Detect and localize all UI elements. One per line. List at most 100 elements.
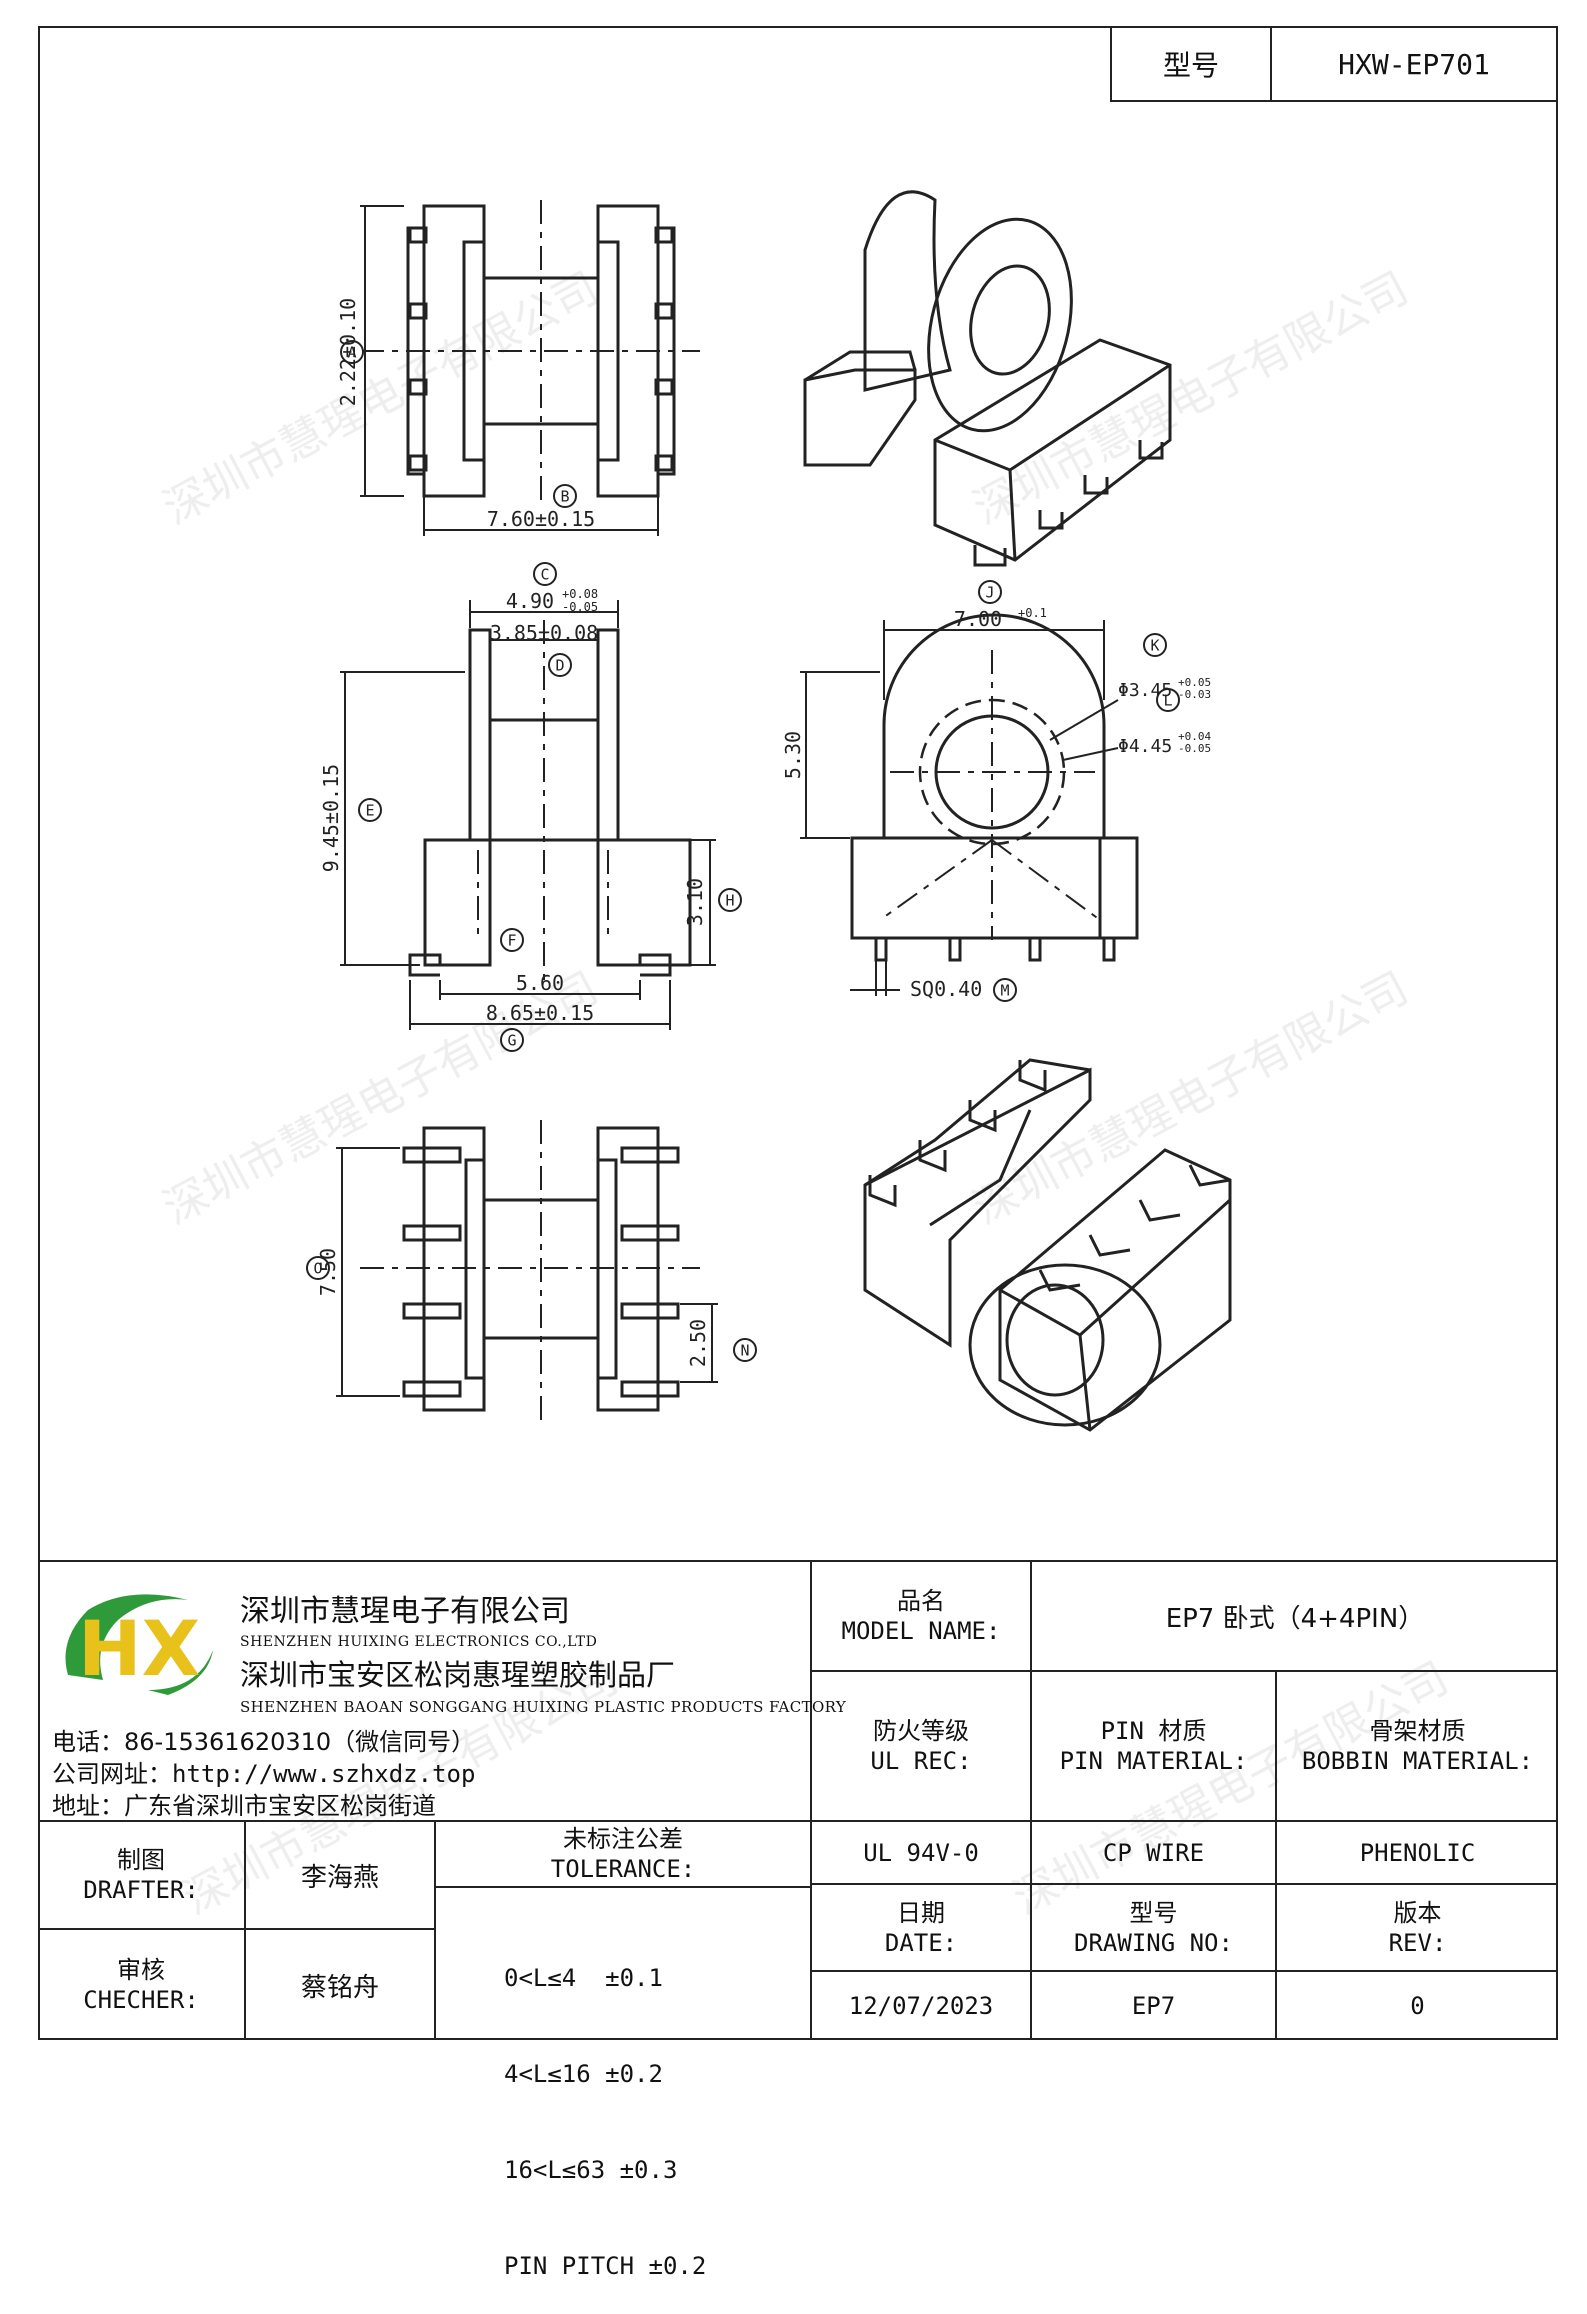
balloon-tag-m: M [1000, 982, 1009, 1000]
drawing-no-label-en: DRAWING NO: [1074, 1928, 1233, 1957]
factory-name-cn: 深圳市宝安区松岗惠瑆塑胶制品厂 [240, 1658, 676, 1692]
tolerance-table: 0<L≤4 ±0.1 4<L≤16 ±0.2 16<L≤63 ±0.3 PIN … [504, 1898, 804, 2314]
tolerance-line: 4<L≤16 ±0.2 [504, 2060, 663, 2088]
dim-b: 7.60±0.15 [487, 507, 595, 531]
drafter-label: 制图 DRAFTER: [38, 1822, 244, 1928]
checker-label-cn: 审核 [117, 1956, 165, 1984]
logo-letters: HX [78, 1604, 200, 1693]
ul-rec-value: UL 94V-0 [863, 1838, 979, 1867]
checker-name: 蔡铭舟 [300, 1972, 379, 2003]
rev-value: 0 [1410, 1992, 1425, 2020]
date-label-en: DATE: [884, 1928, 958, 1957]
dim-a: 2.22±0.10 [336, 298, 360, 406]
ul-rec-label-cn: 防火等级 [873, 1717, 969, 1745]
balloon-tag-b: B [560, 488, 569, 506]
model-name-label-en: MODEL NAME: [841, 1617, 1001, 1645]
view-front [850, 613, 1139, 962]
drawing-no-value: EP7 [1131, 1992, 1176, 2020]
drawing-no-label-cn: 型号 [1129, 1898, 1178, 1927]
dim-l-tol-up: +0.04 [1178, 730, 1211, 743]
balloon-tag-k: K [1150, 637, 1159, 655]
ul-rec-label-en: UL REC: [870, 1747, 972, 1775]
balloon-tag-e: E [365, 802, 374, 820]
company-name-cn: 深圳市慧瑆电子有限公司 [240, 1594, 570, 1629]
model-name-value: EP7 卧式（4+4PIN） [1032, 1562, 1558, 1670]
dim-g: 8.65±0.15 [486, 1001, 594, 1025]
technical-drawing: A B C D E F G H J K L M O N 2.22±0.10 7.… [306, 190, 1232, 1432]
dim-f: 5.60 [516, 971, 564, 995]
balloon-tag-f: F [507, 932, 516, 950]
dim-c-tol-down: -0.05 [562, 600, 598, 614]
view-side [408, 628, 692, 977]
drafter-value: 李海燕 [246, 1822, 434, 1928]
date-label-cn: 日期 [897, 1898, 945, 1927]
iso-view-top [803, 190, 1172, 567]
company-website: 公司网址：http://www.szhxdz.top [52, 1760, 476, 1788]
dim-d: 3.85±0.08 [490, 621, 598, 645]
factory-name-en: SHENZHEN BAOAN SONGGANG HUIXING PLASTIC … [240, 1698, 847, 1716]
dim-k-tol-down: -0.03 [1178, 688, 1211, 701]
balloons [306, 340, 1180, 1362]
checker-label-en: CHECHER: [83, 1986, 199, 2014]
dim-n: 2.50 [686, 1319, 710, 1367]
tolerance-line: 16<L≤63 ±0.3 [504, 2156, 678, 2184]
date-value: 12/07/2023 [848, 1992, 994, 2020]
dim-h: 3.10 [683, 878, 707, 926]
rev-label: 版本 REV: [1277, 1885, 1558, 1970]
header-model-value: HXW-EP701 [1338, 47, 1490, 81]
tolerance-label-en: TOLERANCE: [550, 1855, 696, 1883]
bobbin-material-label-cn: 骨架材质 [1369, 1717, 1466, 1745]
model-name-label: 品名 MODEL NAME: [812, 1562, 1030, 1670]
balloon-tag-o: O [313, 1260, 322, 1278]
checker-label: 审核 CHECHER: [38, 1930, 244, 2040]
balloon-tag-c: C [540, 566, 549, 584]
tolerance-label-cn: 未标注公差 [563, 1825, 683, 1853]
dimension-texts: 2.22±0.10 7.60±0.15 4.90 +0.08 -0.05 3.8… [316, 298, 1211, 1367]
pin-material-label: PIN 材质 PIN MATERIAL: [1032, 1672, 1275, 1820]
company-phone: 电话：86-15361620310（微信同号） [52, 1728, 476, 1756]
bobbin-material-label-en: BOBBIN MATERIAL: [1301, 1747, 1534, 1775]
rev-label-cn: 版本 [1393, 1898, 1442, 1927]
pin-material-value: CP WIRE [1102, 1838, 1205, 1867]
balloon-tag-h: H [725, 892, 734, 910]
company-logo: HX [65, 1594, 213, 1695]
drawing-frame [38, 26, 1558, 2040]
dim-j-tol: +0.1 [1018, 606, 1047, 620]
tolerance-line: 0<L≤4 ±0.1 [504, 1964, 663, 1992]
dim-l: Φ4.45 [1118, 736, 1172, 757]
balloon-tag-l: L [1163, 692, 1172, 710]
dim-j: 7.00 [954, 607, 1002, 631]
balloon-tag-n: N [740, 1342, 749, 1360]
tolerance-line: PIN PITCH ±0.2 [504, 2252, 707, 2280]
drafter-label-en: DRAFTER: [83, 1876, 199, 1904]
drafter-name: 李海燕 [300, 1862, 379, 1893]
pin-material-label-en: PIN MATERIAL: [1059, 1747, 1248, 1775]
date-label: 日期 DATE: [812, 1885, 1030, 1970]
dim-o: 7.50 [316, 1248, 340, 1296]
bobbin-material-label: 骨架材质 BOBBIN MATERIAL: [1277, 1672, 1558, 1820]
company-name-en: SHENZHEN HUIXING ELECTRONICS CO.,LTD [240, 1634, 598, 1650]
dim-l-tol-down: -0.05 [1178, 742, 1211, 755]
model-name-label-cn: 品名 [897, 1587, 945, 1615]
drawing-no-label: 型号 DRAWING NO: [1032, 1885, 1275, 1970]
dim-k: Φ3.45 [1118, 680, 1172, 701]
model-name-text: EP7 卧式（4+4PIN） [1165, 1603, 1425, 1634]
checker-value: 蔡铭舟 [246, 1930, 434, 2040]
company-address: 地址：广东省深圳市宝安区松岗街道 [52, 1792, 436, 1820]
balloon-tag-d: D [555, 657, 564, 675]
balloon-tag-a: A [347, 344, 356, 362]
dim-c-tol-up: +0.08 [562, 587, 598, 601]
iso-view-bottom [863, 1058, 1232, 1432]
dim-k-tol-up: +0.05 [1178, 676, 1211, 689]
rev-label-en: REV: [1388, 1928, 1447, 1957]
balloon-letters: A B C D E F G H J K L M O N [313, 344, 1172, 1360]
tolerance-label: 未标注公差 TOLERANCE: [436, 1822, 810, 1886]
drafter-label-cn: 制图 [117, 1846, 165, 1874]
ul-rec-label: 防火等级 UL REC: [812, 1672, 1030, 1820]
balloon-tag-j: J [985, 584, 994, 602]
header-label: 型号 [1162, 49, 1219, 82]
dim-c: 4.90 [506, 589, 554, 613]
pin-material-label-cn: PIN 材质 [1100, 1717, 1207, 1745]
balloon-tag-g: G [507, 1032, 516, 1050]
dim-m: SQ0.40 [910, 977, 982, 1001]
